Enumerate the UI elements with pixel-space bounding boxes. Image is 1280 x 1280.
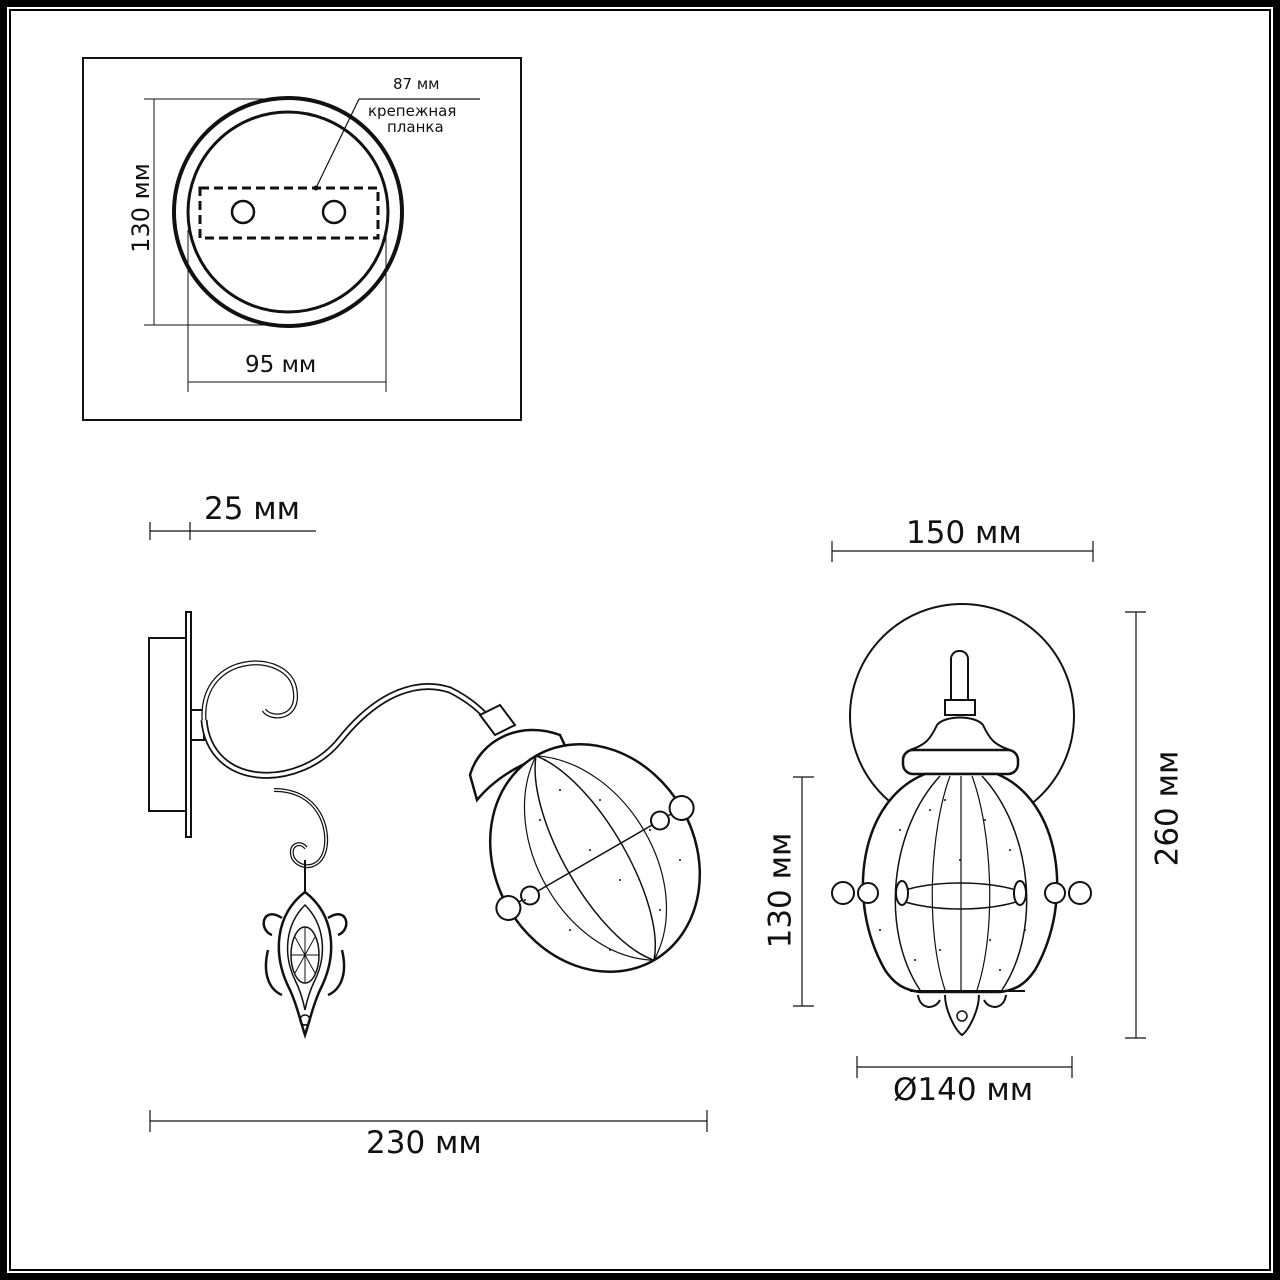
total-length-label: 230 мм — [366, 1125, 482, 1161]
canopy-inner-circle — [186, 110, 390, 314]
glass-shade-side — [488, 742, 702, 974]
screw-hole-right — [321, 199, 347, 225]
shade-height-label: 130 мм — [762, 832, 799, 949]
wall-offset-label: 25 мм — [204, 491, 301, 527]
canopy-outer-circle — [172, 96, 404, 328]
inner-frame — [9, 9, 1271, 1271]
crystal-pendant — [277, 890, 333, 1039]
mounting-bracket — [198, 186, 380, 240]
plate-height-label: 130 мм — [127, 163, 155, 253]
mounting-plate-panel — [82, 57, 522, 421]
total-height-label: 260 мм — [1149, 750, 1186, 867]
screw-hole-left — [230, 199, 256, 225]
front-width-label: 150 мм — [906, 515, 1022, 551]
plate-width-label: 95 мм — [245, 352, 317, 378]
knob-left-outer — [831, 881, 855, 905]
bracket-size-label: 87 мм — [393, 75, 440, 93]
bracket-caption-line1: крепежная — [368, 102, 457, 120]
glass-speckle-texture — [524, 759, 1026, 971]
shade-diameter-label: Ø140 мм — [893, 1072, 1034, 1108]
bracket-caption-line2: планка — [387, 118, 444, 136]
wall-canopy-side — [148, 637, 187, 812]
socket-cup-front — [901, 748, 1020, 776]
knob-right-outer — [1068, 881, 1092, 905]
socket-cup-side — [468, 728, 570, 803]
